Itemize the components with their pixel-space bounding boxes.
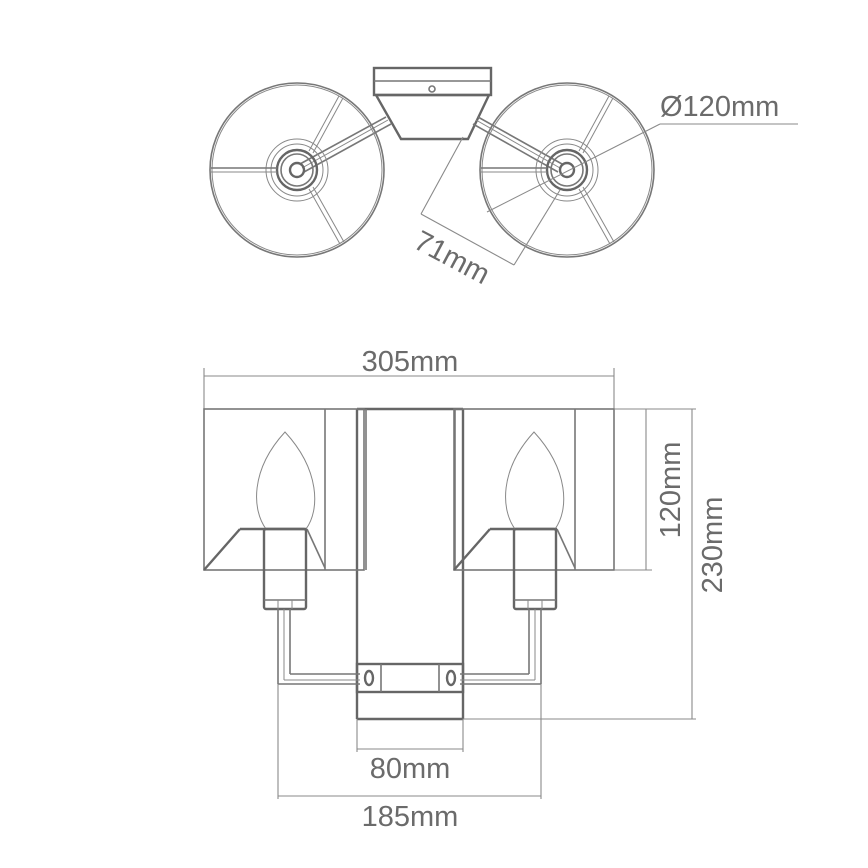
top-view: Ø120mm 71mm: [209, 66, 798, 291]
overall-width-dimension: 305mm: [203, 346, 615, 410]
backplate: [355, 407, 465, 721]
shade-left-top: [209, 82, 385, 258]
mount-plate: [372, 66, 493, 141]
backplate-width-dimension: 80mm: [356, 719, 464, 785]
backplate-width-label: 80mm: [370, 753, 451, 785]
front-view: 305mm: [203, 346, 729, 833]
shade-left-front: [203, 408, 365, 685]
diameter-label: Ø120mm: [660, 91, 779, 123]
arm-span-dimension: 185mm: [277, 684, 542, 833]
bulb-left: [256, 431, 316, 530]
overall-height-label: 230mm: [697, 497, 729, 594]
bulb-right: [505, 431, 565, 530]
diameter-dimension: Ø120mm: [486, 91, 798, 213]
shade-height-dimension: 120mm: [614, 408, 687, 571]
overall-width-label: 305mm: [362, 346, 459, 378]
shade-right-front: [453, 408, 615, 685]
arm-span-label: 185mm: [362, 801, 459, 833]
shade-right-top: [479, 82, 655, 258]
arm-projection-label: 71mm: [409, 225, 495, 291]
arm-left: [299, 116, 392, 173]
overall-height-dimension: 230mm: [463, 408, 729, 720]
shade-height-label: 120mm: [655, 442, 687, 539]
